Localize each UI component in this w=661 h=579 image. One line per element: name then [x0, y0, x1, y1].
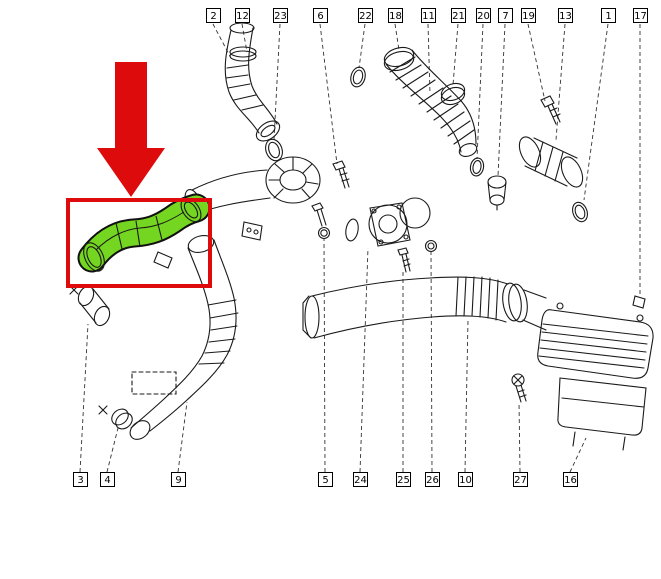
elbow-duct-assembly — [224, 22, 281, 142]
callout-part-11: 11 — [421, 8, 436, 23]
oring-22 — [350, 66, 366, 88]
callout-part-3: 3 — [73, 472, 88, 487]
callout-part-27: 27 — [513, 472, 528, 487]
bolt-25 — [397, 247, 411, 273]
corrugated-downpipe-11 — [383, 46, 478, 157]
stub-hose-3 — [69, 285, 111, 327]
intake-duct-10 — [302, 276, 547, 339]
callout-part-4: 4 — [100, 472, 115, 487]
callout-part-13: 13 — [558, 8, 573, 23]
air-duct-round-housing — [184, 156, 321, 241]
callout-part-18: 18 — [388, 8, 403, 23]
callout-part-20: 20 — [476, 8, 491, 23]
callout-part-12: 12 — [235, 8, 250, 23]
hose-clamp-4 — [98, 405, 133, 430]
callout-part-7: 7 — [498, 8, 513, 23]
callout-part-21: 21 — [451, 8, 466, 23]
callout-part-2: 2 — [206, 8, 221, 23]
resonator-13 — [518, 136, 588, 223]
callout-part-9: 9 — [171, 472, 186, 487]
bolt-19 — [540, 95, 561, 125]
highlight-box — [66, 198, 212, 288]
dashed-option-box — [131, 371, 177, 395]
retainer-clip-17 — [632, 295, 646, 309]
oring-5 — [317, 226, 331, 240]
highlight-arrow-icon — [97, 62, 165, 197]
callout-part-26: 26 — [425, 472, 440, 487]
hose-clamp-21 — [440, 82, 466, 106]
leader-lines — [79, 23, 641, 473]
sensor-7 — [487, 175, 507, 211]
callout-part-1: 1 — [601, 8, 616, 23]
callout-part-17: 17 — [633, 8, 648, 23]
highlighted-hose — [77, 193, 211, 273]
callout-part-25: 25 — [396, 472, 411, 487]
bolt-27 — [511, 373, 527, 403]
callout-part-19: 19 — [521, 8, 536, 23]
callout-part-22: 22 — [358, 8, 373, 23]
callout-part-24: 24 — [353, 472, 368, 487]
callout-part-6: 6 — [313, 8, 328, 23]
callout-part-5: 5 — [318, 472, 333, 487]
callout-part-23: 23 — [273, 8, 288, 23]
callout-part-16: 16 — [563, 472, 578, 487]
highlighted-hose-fill — [79, 195, 209, 271]
lower-hose-9 — [129, 235, 239, 440]
oring-20 — [469, 157, 485, 177]
throttle-body-24 — [345, 197, 431, 247]
callout-part-10: 10 — [458, 472, 473, 487]
mounting-bolts-6 — [311, 160, 350, 227]
nut-26 — [424, 239, 438, 253]
air-cleaner-assembly-1 — [537, 302, 654, 451]
